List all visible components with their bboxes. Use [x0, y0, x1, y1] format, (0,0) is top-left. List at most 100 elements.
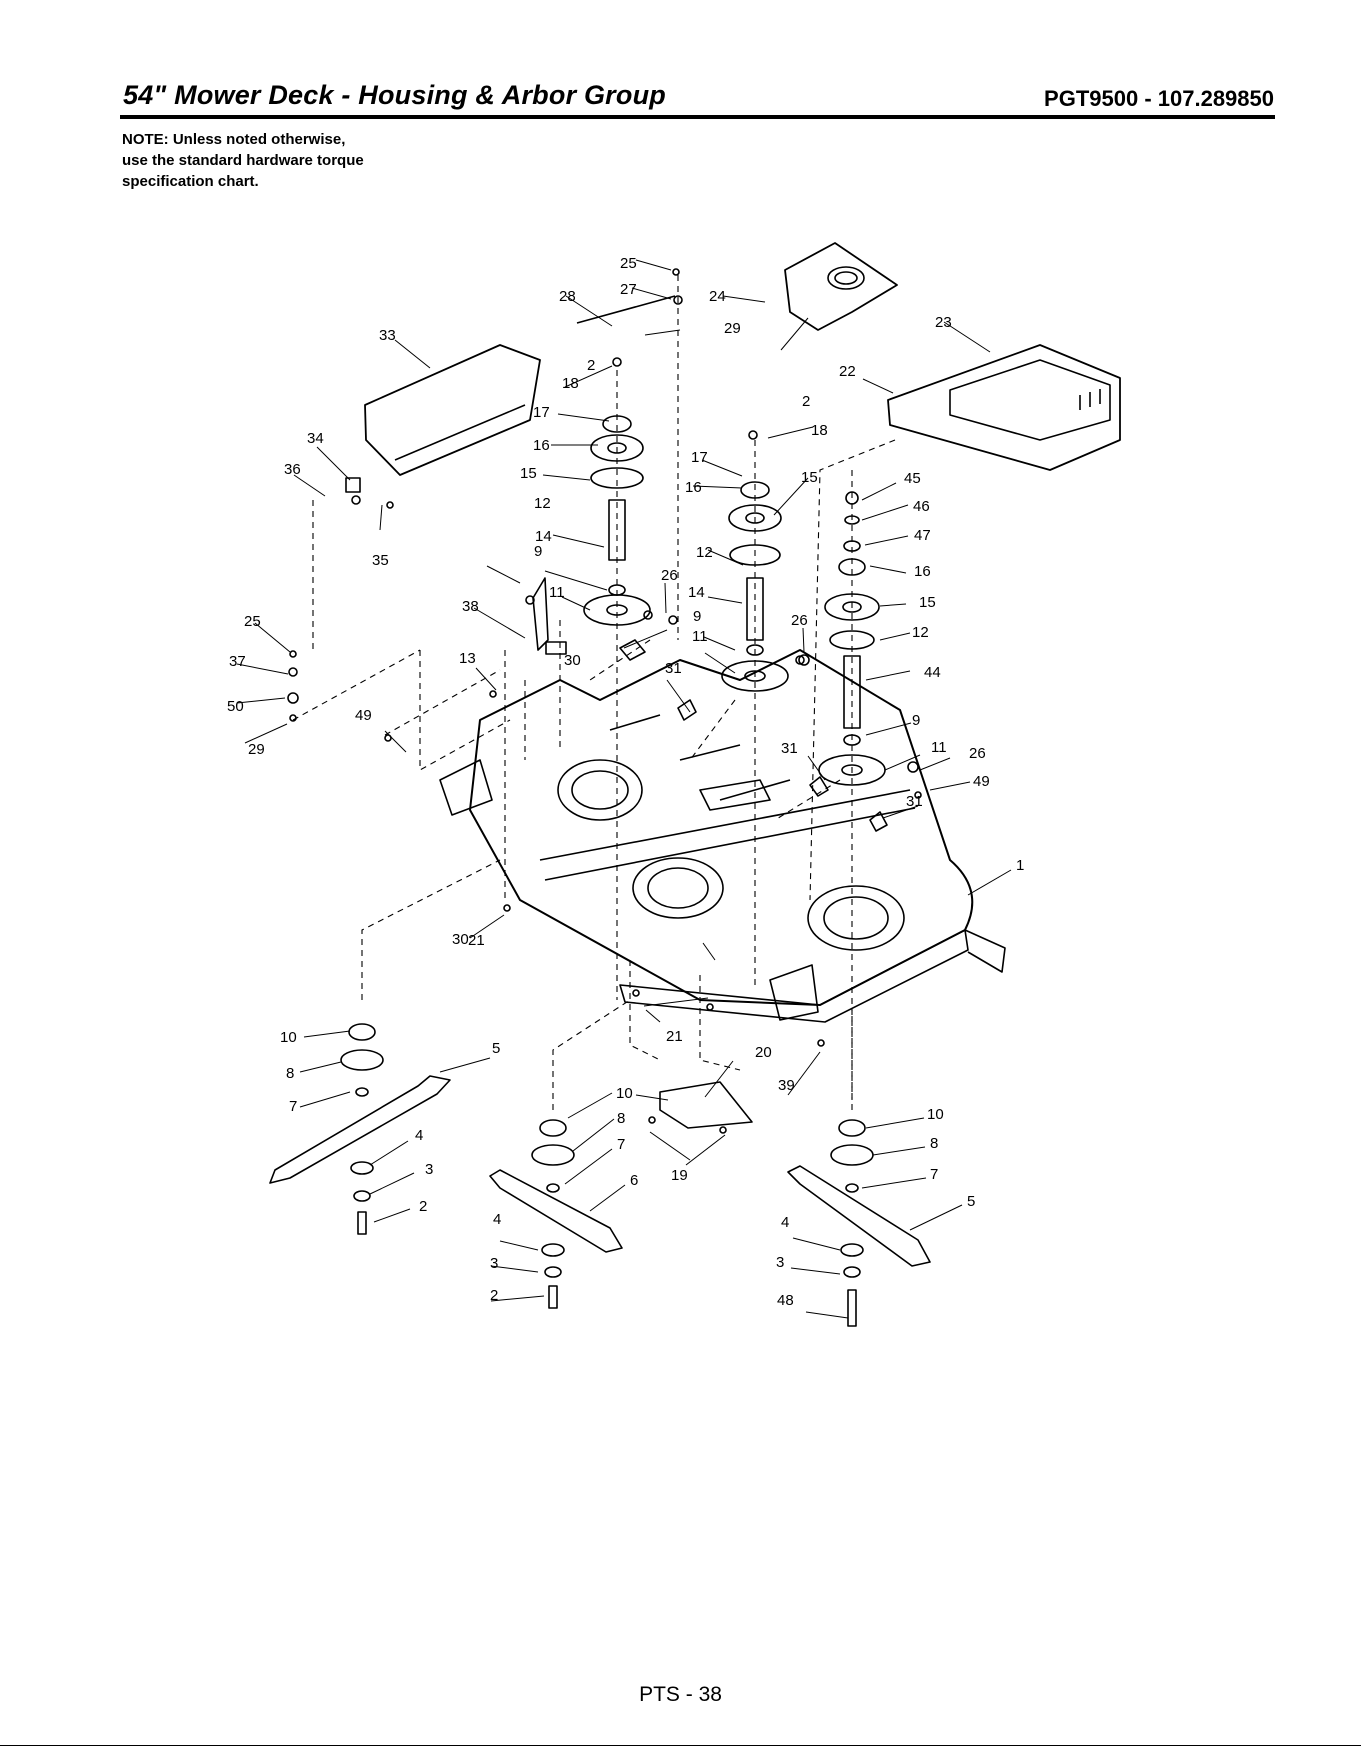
callout-label: 10 [616, 1085, 633, 1102]
note-line: specification chart. [122, 173, 259, 190]
callout-label: 7 [289, 1098, 297, 1115]
callout-labels: 1 2 2 2 2 3 3 3 4 4 4 5 5 6 7 7 7 8 8 8 … [227, 255, 1024, 1309]
torque-note: NOTE: Unless noted otherwise, use the st… [122, 129, 422, 192]
callout-label: 36 [284, 461, 301, 478]
callout-label: 4 [415, 1127, 423, 1144]
callout-label: 14 [535, 528, 552, 545]
callout-label: 45 [904, 470, 921, 487]
callout-label: 7 [617, 1136, 625, 1153]
callout-label: 16 [533, 437, 550, 454]
callout-label: 10 [280, 1029, 297, 1046]
callout-label: 9 [693, 608, 701, 625]
callout-label: 25 [244, 613, 261, 630]
callout-label: 37 [229, 653, 246, 670]
callout-label: 11 [549, 584, 565, 601]
callout-label: 11 [692, 628, 708, 645]
callout-label: 21 [666, 1028, 683, 1045]
callout-label: 2 [802, 393, 810, 410]
callout-label: 29 [724, 320, 741, 337]
callout-label: 2 [490, 1287, 498, 1304]
callout-label: 31 [781, 740, 798, 757]
callout-label: 2 [419, 1198, 427, 1215]
callout-label: 30 [564, 652, 581, 669]
callout-label: 15 [801, 469, 818, 486]
callout-label: 4 [493, 1211, 501, 1228]
callout-label: 7 [930, 1166, 938, 1183]
page-title: 54" Mower Deck - Housing & Arbor Group [123, 80, 666, 110]
note-line: NOTE: Unless noted otherwise, [122, 131, 346, 148]
callout-label: 18 [562, 375, 579, 392]
callout-label: 8 [286, 1065, 294, 1082]
blade-center [489, 1119, 623, 1309]
callout-label: 31 [665, 660, 682, 677]
callout-label: 33 [379, 327, 396, 344]
page-number: PTS - 38 [639, 1683, 722, 1706]
callout-label: 27 [620, 281, 637, 298]
callout-label: 18 [811, 422, 828, 439]
callout-label: 15 [520, 465, 537, 482]
callout-label: 13 [459, 650, 476, 667]
callout-label: 39 [778, 1077, 795, 1094]
callout-label: 20 [755, 1044, 772, 1061]
callout-label: 3 [490, 1255, 498, 1272]
note-line: use the standard hardware torque [122, 152, 364, 169]
callout-label: 22 [839, 363, 856, 380]
small-hardware [287, 268, 922, 1134]
callout-label: 23 [935, 314, 952, 331]
callout-label: 30 [452, 931, 469, 948]
callout-label: 9 [912, 712, 920, 729]
callout-label: 49 [973, 773, 990, 790]
callout-label: 48 [777, 1292, 794, 1309]
callout-label: 29 [248, 741, 265, 758]
callout-label: 50 [227, 698, 244, 715]
callout-label: 2 [587, 357, 595, 374]
callout-label: 6 [630, 1172, 638, 1189]
callout-label: 8 [617, 1110, 625, 1127]
deflector-bracket-24 [784, 242, 898, 331]
callout-label: 15 [919, 594, 936, 611]
callout-label: 24 [709, 288, 726, 305]
callout-label: 47 [914, 527, 931, 544]
callout-label: 11 [931, 739, 947, 756]
callout-label: 9 [534, 543, 542, 560]
assembly-lines [292, 275, 896, 1110]
footer-divider [0, 1745, 1361, 1746]
callout-label: 17 [533, 404, 550, 421]
callout-label: 10 [927, 1106, 944, 1123]
leader-lines [236, 259, 1012, 1319]
callout-label: 21 [468, 932, 485, 949]
callout-label: 26 [661, 567, 678, 584]
callout-label: 12 [534, 495, 551, 512]
callout-label: 5 [967, 1193, 975, 1210]
callout-label: 1 [1016, 857, 1024, 874]
callout-label: 17 [691, 449, 708, 466]
callout-label: 34 [307, 430, 324, 447]
callout-label: 46 [913, 498, 930, 515]
callout-label: 12 [912, 624, 929, 641]
header-divider [120, 115, 1275, 119]
callout-label: 26 [969, 745, 986, 762]
callout-label: 12 [696, 544, 713, 561]
callout-label: 35 [372, 552, 389, 569]
blade-left [269, 1023, 451, 1235]
callout-label: 38 [462, 598, 479, 615]
callout-label: 14 [688, 584, 705, 601]
callout-label: 49 [355, 707, 372, 724]
belt-cover-left [364, 344, 541, 476]
deck-housing [439, 649, 1006, 1023]
callout-label: 4 [781, 1214, 789, 1231]
belt-cover-right [887, 344, 1121, 471]
callout-label: 8 [930, 1135, 938, 1152]
callout-label: 16 [914, 563, 931, 580]
callout-label: 19 [671, 1167, 688, 1184]
model-number: PGT9500 - 107.289850 [1044, 86, 1274, 111]
callout-label: 3 [425, 1161, 433, 1178]
callout-label: 44 [924, 664, 941, 681]
callout-label: 31 [906, 793, 923, 810]
blade-right [787, 1119, 931, 1327]
callout-label: 3 [776, 1254, 784, 1271]
callout-label: 16 [685, 479, 702, 496]
callout-label: 25 [620, 255, 637, 272]
baffle-20 [659, 1081, 753, 1129]
